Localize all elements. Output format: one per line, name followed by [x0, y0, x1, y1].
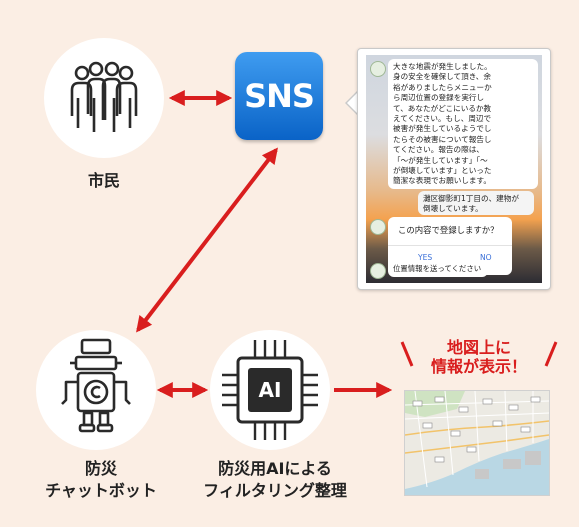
- ai-label: 防災用AIによる フィルタリング整理: [190, 458, 360, 502]
- map-pier: [525, 451, 541, 465]
- map-title: 地図上に 情報が表示！: [404, 338, 554, 376]
- confirm-divider: [388, 245, 512, 246]
- bot-message-bubble: 大きな地震が発生しました。 身の安全を確保して頂き、余 裕がありましたらメニュー…: [388, 59, 538, 189]
- people-group-icon: [70, 61, 138, 132]
- ai-chip-text: AI: [258, 378, 282, 402]
- map-pier: [503, 459, 521, 469]
- map-marker: [530, 396, 541, 403]
- map-title-line1: 地図上に: [446, 338, 511, 357]
- citizens-node: [44, 38, 164, 158]
- map-street: [504, 391, 508, 452]
- ai-label-line1: 防災用AIによる: [218, 459, 332, 478]
- map-bay: [405, 439, 549, 495]
- map-marker: [422, 422, 433, 429]
- bot-message-line: たらその被害について報告し: [393, 134, 492, 144]
- bot-message-line: 大きな地震が発生しました。: [393, 62, 492, 71]
- map-marker: [520, 426, 531, 433]
- chat-screenshot: 大きな地震が発生しました。 身の安全を確保して頂き、余 裕がありましたらメニュー…: [357, 48, 551, 290]
- map-marker: [434, 456, 445, 463]
- title-slash-right: [544, 341, 558, 367]
- confirm-question: この内容で登録しますか？: [398, 225, 499, 235]
- ai-chip-icon: [222, 340, 318, 440]
- map-marker: [482, 398, 493, 405]
- map-street: [444, 391, 454, 476]
- confirm-no-button[interactable]: NO: [480, 253, 492, 262]
- location-request-bubble: 位置情報を送ってください: [388, 261, 488, 277]
- bot-message-line: ら周辺位置の登録を実行し: [393, 93, 485, 103]
- user-message-line: 倒壊しています。: [423, 204, 483, 213]
- map-street: [405, 412, 549, 420]
- bot-message-line: て、あなたがどこにいるか教: [393, 103, 492, 113]
- arrow-sns-chatbot: [136, 147, 278, 333]
- map-road: [405, 420, 549, 436]
- chatbot-label-line2: チャットボット: [45, 481, 157, 500]
- map-land: [405, 391, 549, 489]
- bot-message-line: 被害が発生しているようでし: [393, 124, 492, 134]
- bot-message-line: が倒壊しています」といった: [393, 166, 492, 176]
- bot-message-line: 「～が発生しています」「～: [393, 155, 488, 165]
- map-street: [405, 400, 549, 406]
- title-slash-left: [400, 341, 414, 367]
- map-title-line2: 情報が表示！: [430, 357, 527, 376]
- map-marker: [508, 404, 519, 411]
- map-marker: [492, 420, 503, 427]
- chatbot-label: 防災 チャットボット: [36, 458, 166, 502]
- bot-avatar: [370, 219, 386, 235]
- ai-node: AI: [210, 330, 330, 450]
- map-image: [404, 390, 550, 496]
- sns-icon: SNS: [235, 52, 323, 140]
- map-street: [414, 391, 428, 488]
- bot-message-line: 身の安全を確保して頂き、余: [393, 72, 491, 82]
- bot-avatar: [370, 61, 386, 77]
- user-message-bubble: 灘区御影町1丁目の、建物が 倒壊しています。: [418, 191, 534, 215]
- map-road: [405, 434, 549, 454]
- map-marker: [466, 446, 477, 453]
- map-marker: [450, 430, 461, 437]
- chatbot-node: [36, 330, 156, 450]
- sns-label: SNS: [244, 77, 315, 115]
- bot-message-line: えてください。もし、周辺で: [393, 114, 492, 124]
- map-marker: [458, 406, 469, 413]
- bot-message-line: てください。報告の際は、: [393, 145, 484, 155]
- ai-label-line2: フィルタリング整理: [203, 481, 347, 500]
- robot-icon: [61, 338, 131, 433]
- bot-message-line: 簡潔な表現でお願いします。: [393, 176, 491, 186]
- confirm-yes-button[interactable]: YES: [418, 253, 433, 262]
- citizens-label: 市民: [87, 171, 120, 190]
- map-marker: [412, 400, 423, 407]
- map-marker: [434, 396, 445, 403]
- chat-pointer-fill: [347, 92, 358, 114]
- map-graphic: [405, 391, 549, 495]
- map-pier: [475, 469, 489, 479]
- chat-background: 大きな地震が発生しました。 身の安全を確保して頂き、余 裕がありましたらメニュー…: [366, 55, 542, 283]
- user-message-line: 灘区御影町1丁目の、建物が: [423, 194, 519, 203]
- chatbot-label-line1: 防災: [84, 459, 117, 478]
- bot-message-line: 裕がありましたらメニューか: [393, 82, 492, 92]
- bot-avatar: [370, 263, 386, 279]
